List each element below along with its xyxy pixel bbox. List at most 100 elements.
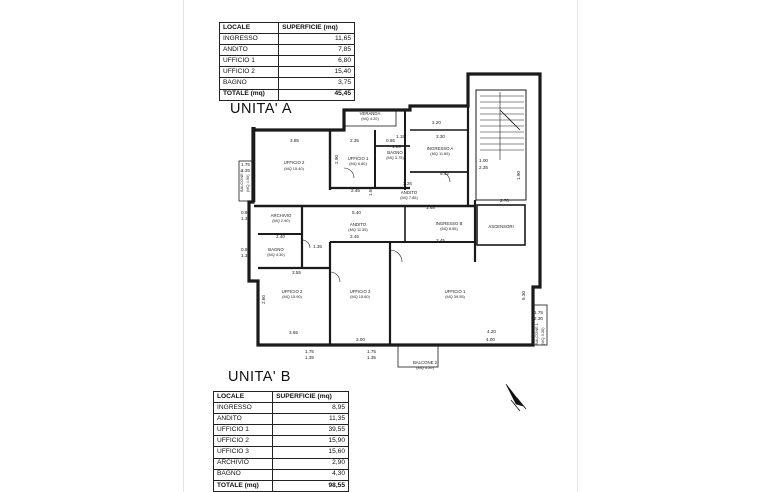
room-name-cell: UFFICIO 1 [212,424,274,437]
dimension-label: 1.35 [305,355,314,360]
dimension-label: 1.30 [241,216,250,221]
dimension-label: 1.15 [396,134,405,139]
dimension-label: 5.12 [440,171,449,176]
total-label-cell: TOTALE (mq) [212,479,274,492]
room-ufficio1a-area: (MQ 6.80) [349,161,367,166]
dimension-label: 1.75 [534,310,543,315]
room-anditob-area: (MQ 11.35) [348,227,368,232]
dimension-label: 0.65 [386,138,395,143]
room-area-cell: 6,80 [278,55,355,68]
dimension-label: 3.45 [350,234,359,239]
dimension-label: 3.26 [403,181,412,186]
table-total-row: TOTALE (mq)45,45 [218,88,355,101]
room-name-cell: BAGNO [218,77,280,90]
dimension-label: 3.45 [436,238,445,243]
dimension-label: 3.30 [436,134,445,139]
dimension-label: 2.90 [334,155,339,164]
column-header-locale: LOCALE [212,390,274,404]
dimension-label: 0.95 [241,247,250,252]
room-balcone1-name: BALCONE 1 [534,323,539,345]
dimension-label: 4.20 [487,329,496,334]
room-bagnob-name: BAGNO [268,247,284,252]
dimension-label: 5.40 [352,210,361,215]
room-ufficio3b-area: (MQ 15.60) [350,294,370,299]
room-bagnoa-name: BAGNO [387,150,403,155]
dimension-label: 1.55 [368,187,373,196]
room-ascensori-name: ASCENSORI [488,224,513,229]
dimension-label: 5.30 [521,291,526,300]
room-name-cell: UFFICIO 2 [212,435,274,448]
room-ufficio2b-name: UFFICIO 2 [282,289,303,294]
room-ufficio2a-area: (MQ 15.40) [284,166,304,171]
room-bagnob-area: (MQ 4.30) [267,252,285,257]
dimension-label: 2.70 [500,198,509,203]
dimension-label: 2.20 [432,120,441,125]
dimension-label: 1.35 [367,355,376,360]
total-value-cell: 45,45 [278,88,355,101]
dimension-label: 2.40 [276,234,285,239]
room-balcone2-area: (MQ 5.20) [416,365,434,370]
table-header-row: LOCALE SUPERFICIE (mq) [218,21,355,35]
room-area-cell: 15,60 [272,446,349,459]
room-balcone3-name: BALCONE 3 [239,170,244,192]
room-area-cell: 2,90 [272,457,349,470]
dimension-label: 1.35 [313,244,322,249]
room-ufficio3b-name: UFFICIO 3 [350,289,371,294]
table-total-row: TOTALE (mq)98,55 [212,479,349,492]
room-anditob-name: ANDITO [350,222,367,227]
room-balcone2-name: BALCONE 2 [413,360,438,365]
room-bagnoa-area: (MQ 3.75) [386,155,404,160]
room-ufficio1b-name: UFFICIO 1 [445,289,466,294]
dimension-label: 2.35 [479,165,488,170]
room-area-cell: 15,90 [272,435,349,448]
room-area-cell: 3,75 [278,77,355,90]
dimension-label: 1.75 [241,162,250,167]
room-ingressob-name: INGRESSO B [436,221,463,226]
room-name-cell: ANDITO [212,413,274,426]
room-ufficio2a-name: UFFICIO 2 [284,160,305,165]
room-ingressob-area: (MQ 8.95) [440,226,458,231]
page-edge-right [577,0,578,492]
dimension-label: 1.68 [426,205,435,210]
column-header-superficie: SUPERFICIE (mq) [278,21,355,35]
dimension-label: 1.35 [241,253,250,258]
dimension-label: 0.93 [241,210,250,215]
dimension-label: 1.00 [479,158,488,163]
unit-b-title: UNITA' B [228,369,291,385]
room-name-cell: ARCHIVIO [212,457,274,470]
room-name-cell: UFFICIO 2 [218,66,280,79]
room-ufficio1b-area: (MQ 39.55) [445,294,465,299]
room-balcone3-area: (MQ 4.90) [245,174,250,192]
room-anditoa-area: (MQ 7.85) [400,195,418,200]
room-archivio-name: ARCHIVIO [271,213,292,218]
room-area-cell: 11,35 [272,413,349,426]
dimension-label: 1.75 [305,349,314,354]
room-name-cell: UFFICIO 1 [218,55,280,68]
dimension-label: 1.80 [392,144,401,149]
room-area-cell: 8,95 [272,402,349,415]
dimension-label: 3.85 [290,138,299,143]
room-name-cell: BAGNO [212,468,274,481]
room-balcone1-area: (MQ 3.30) [540,327,545,345]
room-veranda-name: VERANDA [360,111,381,116]
room-area-cell: 4,30 [272,468,349,481]
room-name-cell: UFFICIO 3 [212,446,274,459]
page-edge-left [183,0,184,492]
dimension-label: 3.00 [356,337,365,342]
room-area-cell: 15,40 [278,66,355,79]
dimension-label: 4.00 [486,337,495,342]
room-name-cell: INGRESSO [212,402,274,415]
dimension-label: 2.45 [351,188,360,193]
dimension-label: 2.35 [350,138,359,143]
